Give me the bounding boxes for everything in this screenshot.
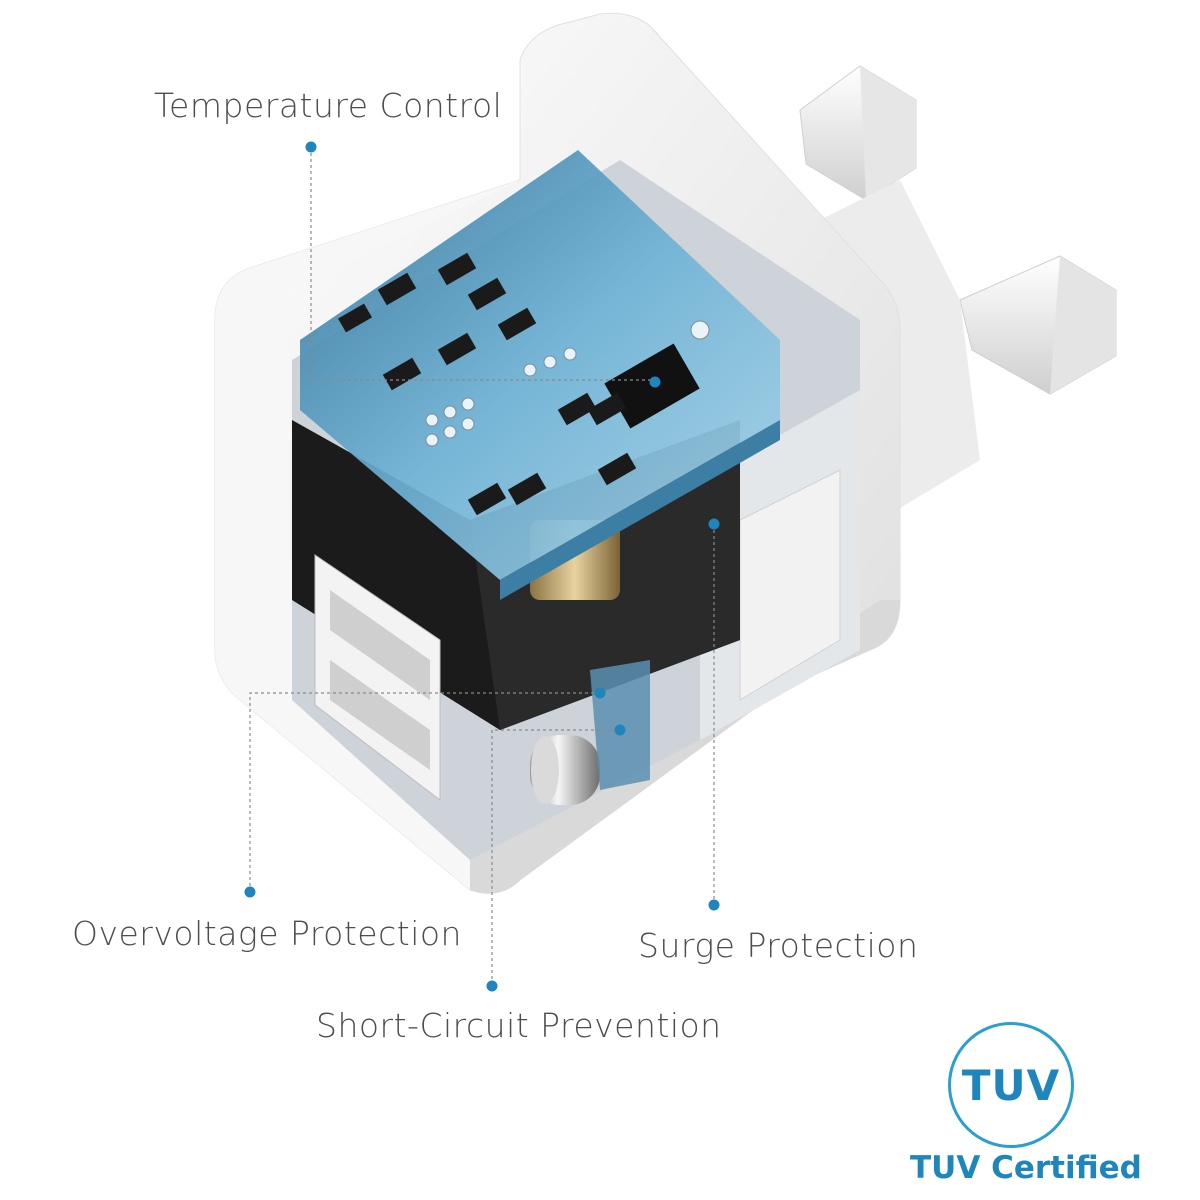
internal-components [292, 150, 860, 860]
overvoltage-protection-label: Overvoltage Protection [72, 914, 462, 953]
temperature-control-label: Temperature Control [154, 86, 503, 125]
callout-dots [244, 141, 720, 992]
tuv-badge-icon: TUV [948, 1022, 1074, 1148]
capacitor [530, 735, 600, 805]
surge-protection-label: Surge Protection [638, 926, 919, 965]
short-circuit-prevention-label: Short-Circuit Prevention [316, 1006, 722, 1045]
tuv-badge-text: TUV [961, 1060, 1061, 1110]
callout-leaders [249, 147, 715, 985]
usb-ports [314, 554, 441, 802]
tuv-certified-caption: TUV Certified [910, 1150, 1142, 1186]
main-pcb [300, 150, 780, 600]
